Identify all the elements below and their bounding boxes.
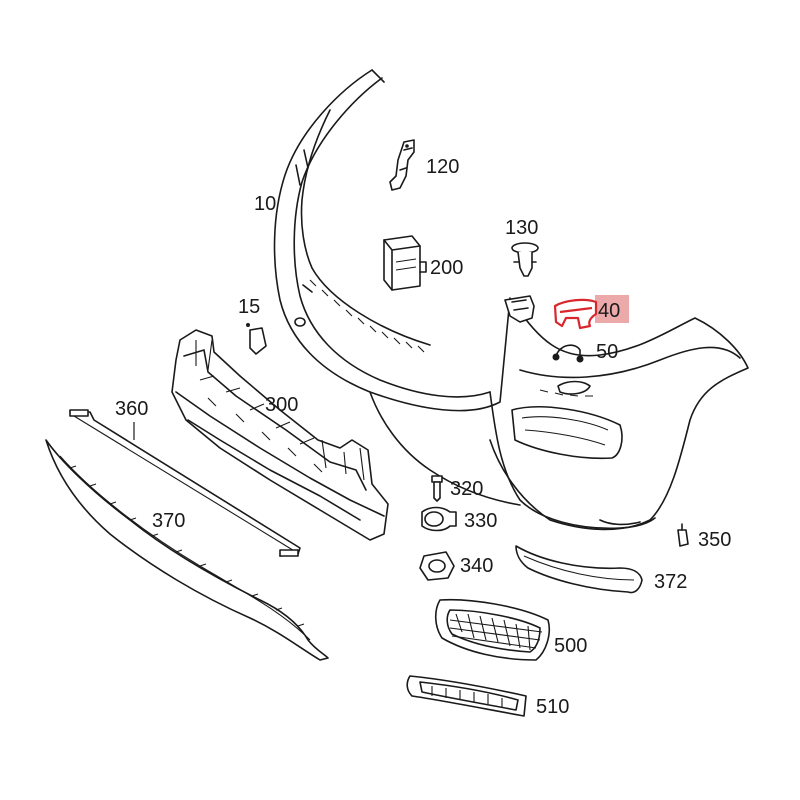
washer-cover-part-40: [553, 295, 629, 330]
bumper-cover-part-10: [273, 69, 749, 531]
sensor-part-330: [421, 506, 457, 532]
grille-part-500: [434, 598, 551, 661]
holder-part-340: [419, 551, 455, 581]
bolt-part-320: [431, 475, 443, 502]
label-500: 500: [554, 635, 587, 657]
label-40: 40: [598, 300, 620, 322]
label-120: 120: [426, 156, 459, 178]
label-50: 50: [596, 341, 618, 363]
label-10: 10: [254, 193, 276, 215]
label-340: 340: [460, 555, 493, 577]
label-15: 15: [238, 296, 260, 318]
label-300: 300: [265, 394, 298, 416]
label-130: 130: [505, 217, 538, 239]
label-350: 350: [698, 529, 731, 551]
strip-part-360: [69, 409, 301, 557]
highlight-box-40: [595, 295, 629, 323]
clip-part-350: [677, 523, 689, 547]
label-360: 360: [115, 398, 148, 420]
bracket-near-40: [504, 295, 535, 323]
module-part-200: [383, 235, 427, 291]
trim-part-370: [45, 439, 329, 661]
absorber-part-300: [171, 329, 389, 541]
clip-part-130: [511, 242, 539, 277]
grille-part-510: [406, 675, 527, 717]
trim-part-372: [515, 545, 643, 594]
clip-part-50: [552, 344, 584, 363]
label-330: 330: [464, 510, 497, 532]
bracket-part-120: [389, 139, 415, 191]
label-510: 510: [536, 696, 569, 718]
label-370: 370: [152, 510, 185, 532]
clip-part-15: [246, 323, 267, 355]
label-372: 372: [654, 571, 687, 593]
label-200: 200: [430, 257, 463, 279]
label-320: 320: [450, 478, 483, 500]
